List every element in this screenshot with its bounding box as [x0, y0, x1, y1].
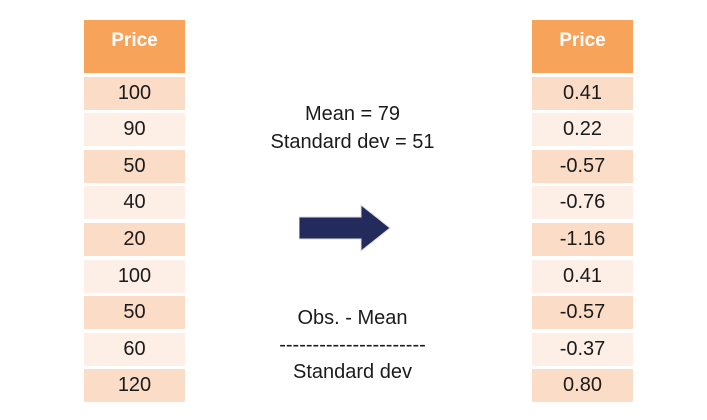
table-cell: 100: [84, 259, 185, 293]
formula-divider: ----------------------: [279, 334, 426, 356]
stats-text: Mean = 79 Standard dev = 51: [250, 100, 455, 156]
table-cell: -0.57: [532, 149, 633, 183]
stddev-value-text: Standard dev = 51: [270, 131, 435, 153]
standardized-price-table-header: Price: [532, 20, 633, 73]
standardization-formula: Obs. - Mean ---------------------- Stand…: [250, 305, 455, 386]
right-arrow-icon: [298, 203, 391, 253]
table-cell: -0.37: [532, 332, 633, 366]
table-cell: 50: [84, 296, 185, 330]
table-cell: 0.80: [532, 369, 633, 403]
table-cell: 120: [84, 369, 185, 403]
formula-numerator: Obs. - Mean: [297, 307, 408, 329]
table-cell: -0.76: [532, 186, 633, 220]
table-cell: 0.22: [532, 113, 633, 147]
table-cell: 50: [84, 149, 185, 183]
table-cell: 20: [84, 222, 185, 256]
mean-value-text: Mean = 79: [304, 103, 401, 125]
table-cell: 40: [84, 186, 185, 220]
formula-denominator: Standard dev: [293, 361, 412, 383]
raw-price-table: Price 100 90 50 40 20 100 50 60 120: [84, 20, 185, 403]
table-cell: -1.16: [532, 222, 633, 256]
table-cell: -0.57: [532, 296, 633, 330]
standardized-price-table: Price 0.41 0.22 -0.57 -0.76 -1.16 0.41 -…: [532, 20, 633, 403]
table-cell: 0.41: [532, 259, 633, 293]
table-cell: 60: [84, 332, 185, 366]
table-cell: 0.41: [532, 76, 633, 110]
table-cell: 100: [84, 76, 185, 110]
raw-price-table-header: Price: [84, 20, 185, 73]
table-cell: 90: [84, 113, 185, 147]
